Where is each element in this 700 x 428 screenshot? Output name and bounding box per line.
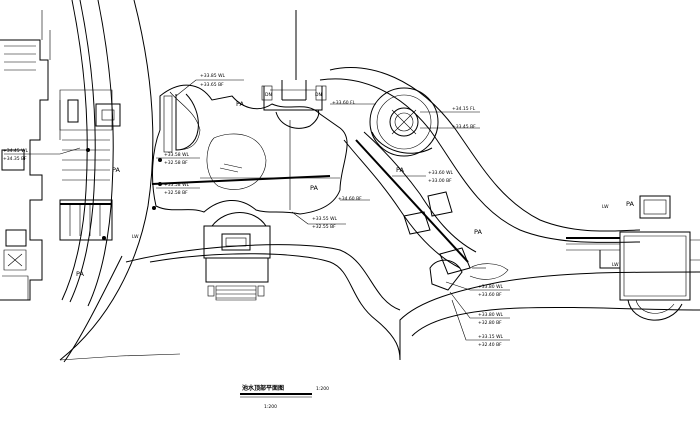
label-se3-bf: +32.40 BF	[478, 342, 502, 348]
area-pa-5: PA	[474, 228, 483, 236]
area-pa-4: PA	[76, 270, 85, 278]
area-pa-6: PA	[626, 200, 635, 208]
label-nw-wl: +33.85 WL	[200, 73, 226, 79]
survey-points	[86, 148, 162, 240]
area-pa-3: PA	[112, 166, 121, 174]
drawing-title: 池水顶部平面图	[242, 384, 284, 392]
label-mid-bf: +32.58 BF	[164, 160, 188, 166]
round-pavilion	[369, 87, 439, 157]
left-dn-structure	[59, 99, 79, 140]
label-mid-wl: +33.58 WL	[164, 152, 190, 158]
label-stream-bf: +34.60 BF	[338, 196, 362, 202]
drawing-scale: 1:200	[264, 404, 277, 410]
label-round-bf: +33.45 BF	[452, 124, 476, 130]
label-center-bf: +32.55 BF	[312, 224, 336, 230]
lower-pavilion	[203, 212, 271, 301]
landscape-boundaries	[59, 67, 700, 363]
label-mid2-wl: +33.58 WL	[164, 182, 190, 188]
right-building	[566, 195, 700, 321]
elevation-annotations: +33.85 WL +33.65 BF +34.45 WL +34.35 BF …	[3, 73, 504, 348]
label-se2-wl: +33.80 WL	[478, 312, 504, 318]
label-nw-bf: +33.65 BF	[200, 82, 224, 88]
label-se3-wl: +33.15 WL	[478, 334, 504, 340]
area-lw-1: LW	[132, 234, 139, 240]
label-se1-bf: +33.60 BF	[478, 292, 502, 298]
drawing-title-block: 池水顶部平面图 1:200 1:200	[240, 384, 329, 410]
label-left-bf: +34.35 BF	[3, 156, 27, 162]
label-mid2-bf: +32.58 BF	[164, 190, 188, 196]
central-plaza	[151, 84, 348, 215]
area-lw-2: LW	[602, 204, 609, 210]
label-round-fl: +34.15 FL	[452, 106, 476, 112]
label-se1-wl: +33.80 WL	[478, 284, 504, 290]
label-pa-right-wl: +33.60 WL	[428, 170, 454, 176]
drawing-code: 1:200	[316, 386, 329, 392]
label-center-wl: +33.55 WL	[312, 216, 338, 222]
area-dn-1: DN	[265, 92, 272, 98]
area-pa-2: PA	[310, 184, 319, 192]
upper-pavilion	[261, 10, 327, 129]
area-lw-3: LW	[612, 262, 619, 268]
area-annotations: PA PA PA PA PA PA PA LW LW LW DN DN	[76, 92, 635, 278]
label-fl-left: +33.60 FL	[332, 100, 356, 106]
label-se2-bf: +32.80 BF	[478, 320, 502, 326]
stream-channel	[343, 131, 509, 291]
label-left-wl: +34.45 WL	[3, 148, 29, 154]
leader-lines	[4, 79, 510, 341]
left-building-block	[0, 10, 51, 301]
label-pa-right-bf: +33.00 BF	[428, 178, 452, 184]
area-dn-2: DN	[315, 92, 322, 98]
curved-walkway	[59, 0, 154, 361]
area-pa-7: PA	[396, 166, 405, 174]
area-pa-1: PA	[236, 100, 245, 108]
